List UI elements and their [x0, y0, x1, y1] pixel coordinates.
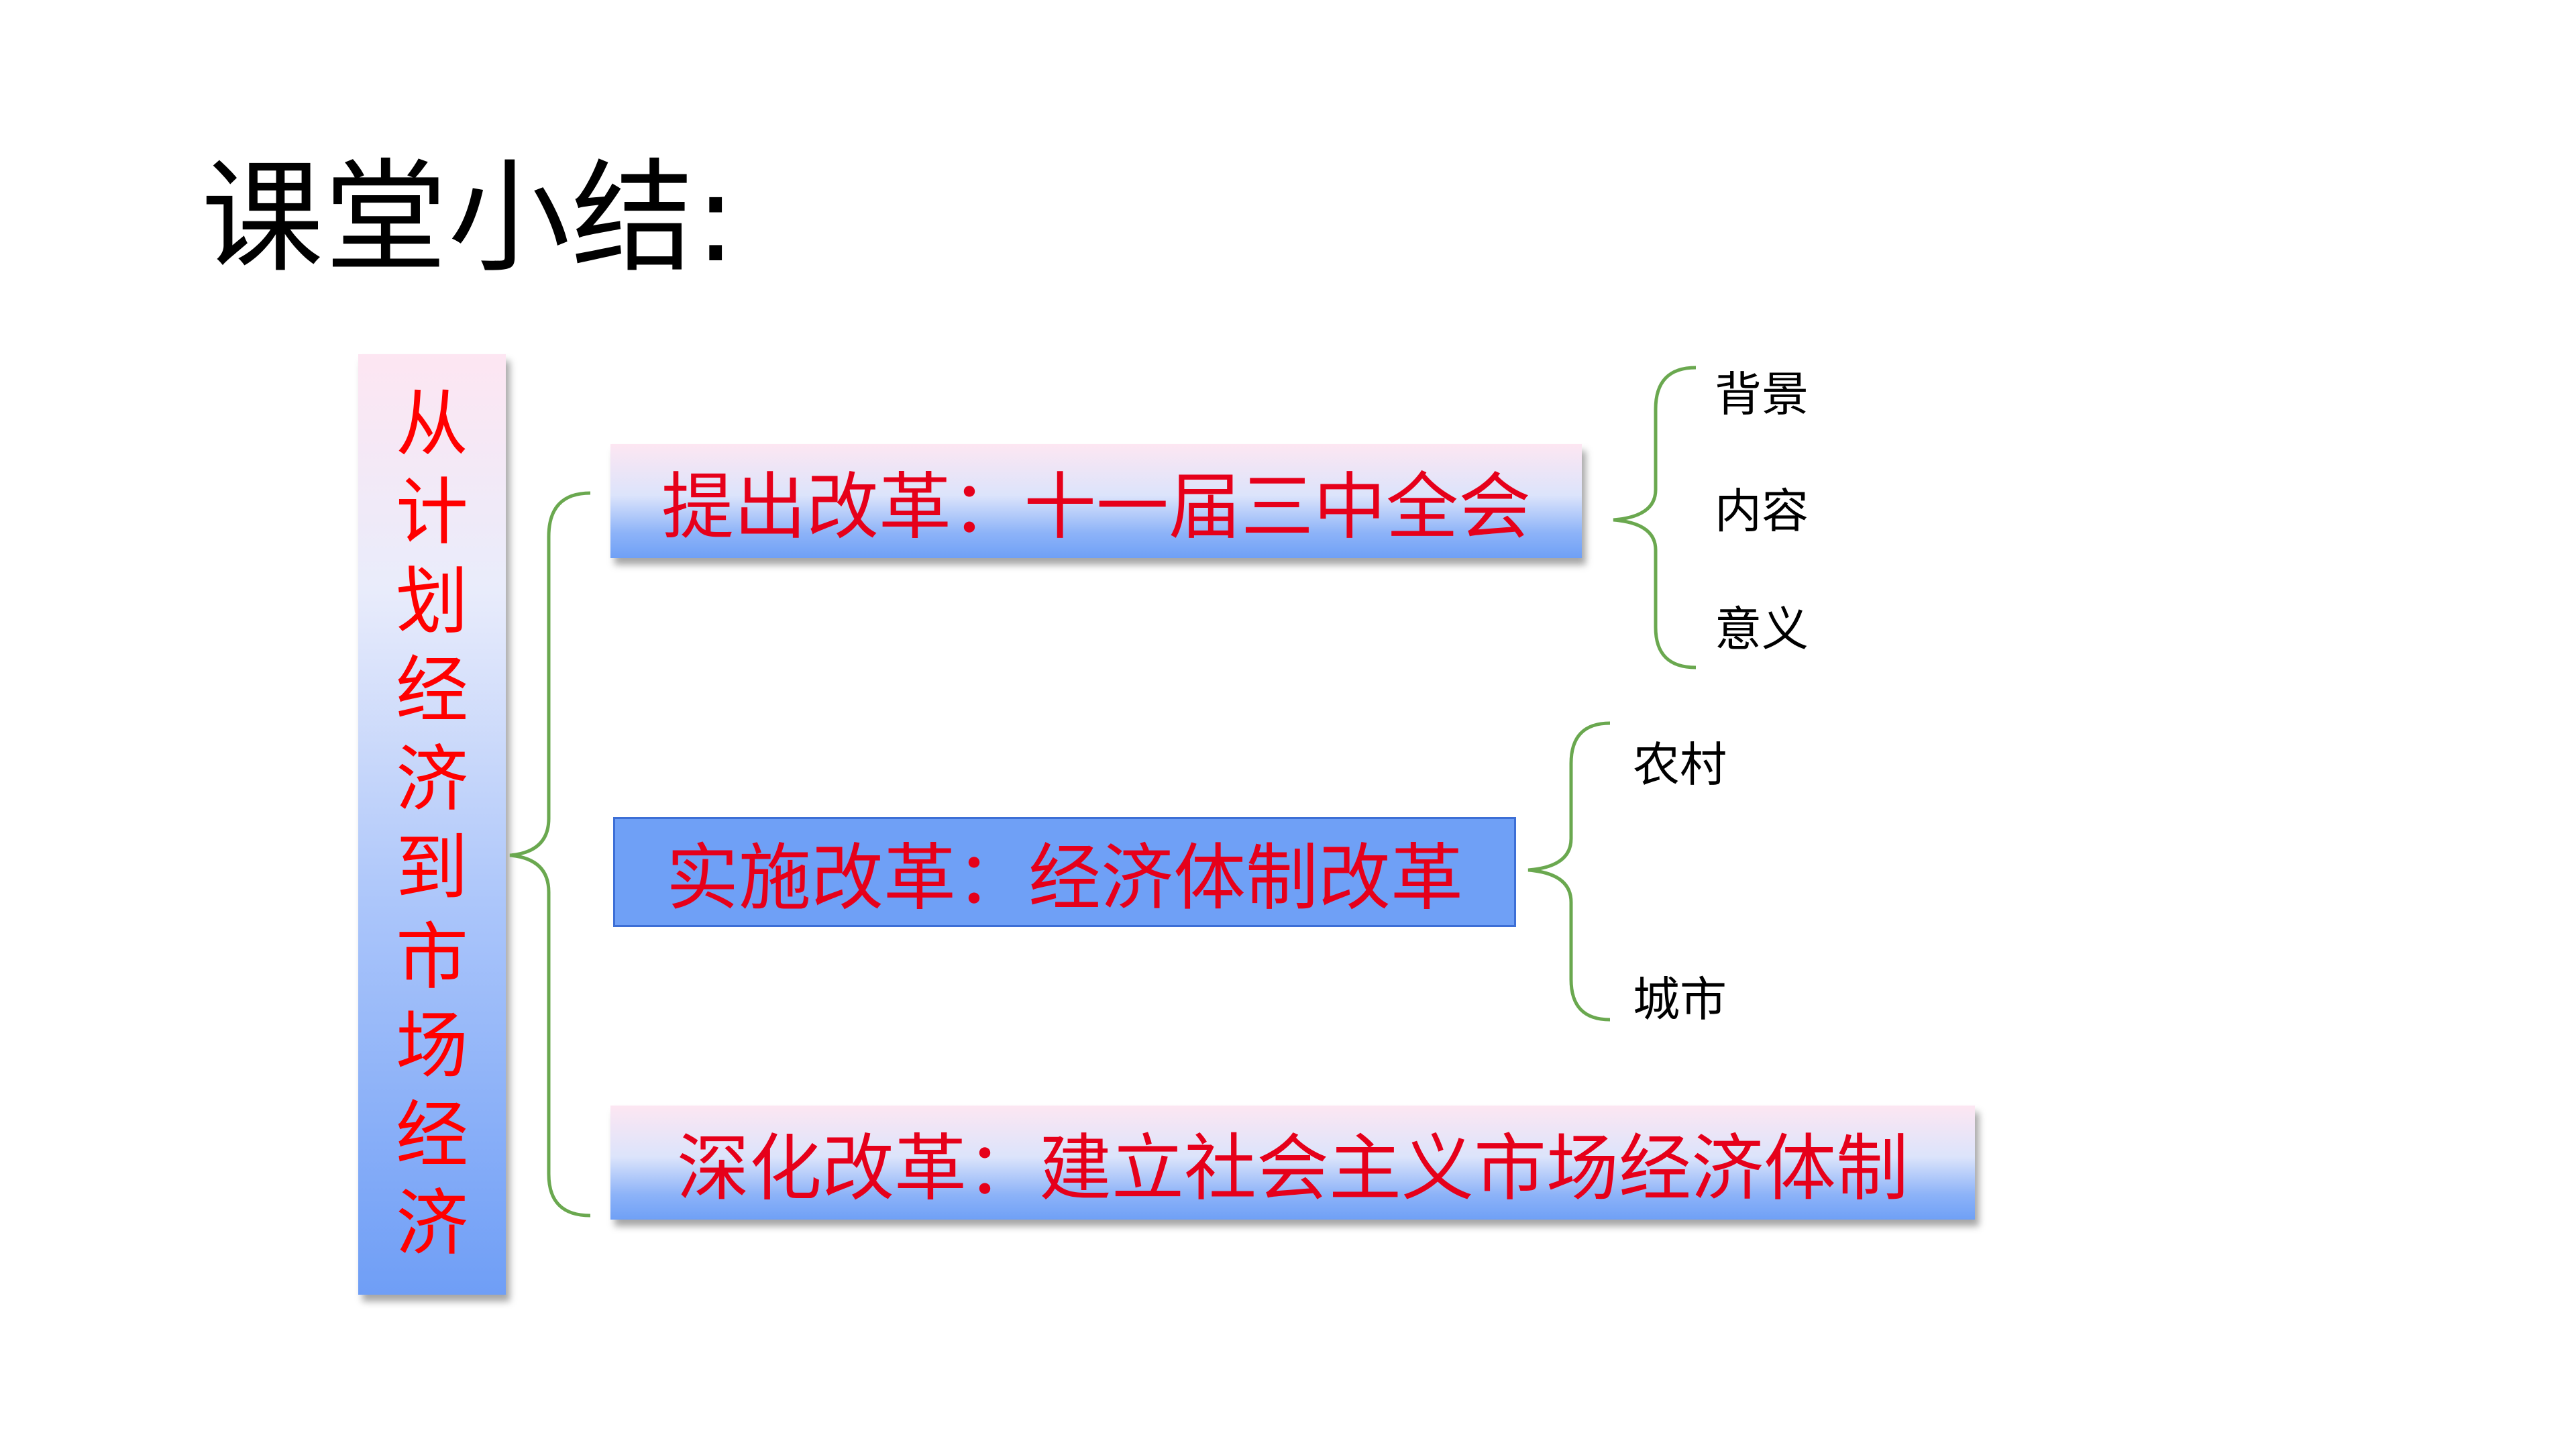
root-char: 计 [395, 471, 468, 555]
child-label-urban: 城市 [1633, 972, 1727, 1027]
branch-box-propose-reform: 提出改革：十一届三中全会 [610, 444, 1582, 558]
branch-label: 提出改革：十一届三中全会 [661, 466, 1531, 549]
root-char: 从 [395, 382, 468, 466]
root-char: 市 [395, 915, 468, 1000]
branch-box-deepen-reform: 深化改革：建立社会主义市场经济体制 [610, 1106, 1975, 1220]
root-char: 场 [395, 1004, 468, 1089]
root-concept-box: 从 计 划 经 济 到 市 场 经 济 [358, 354, 506, 1295]
main-brace [509, 491, 591, 1218]
branch-box-implement-reform: 实施改革：经济体制改革 [613, 817, 1516, 927]
root-char: 经 [395, 649, 468, 733]
child-label-content: 内容 [1715, 484, 1809, 539]
root-char: 经 [395, 1093, 468, 1177]
child-label-background: 背景 [1715, 367, 1809, 422]
branch2-brace [1527, 721, 1611, 1022]
root-char: 济 [395, 737, 468, 822]
child-label-rural: 农村 [1633, 737, 1727, 792]
slide-title: 课堂小结: [201, 147, 738, 289]
root-char: 到 [395, 826, 468, 911]
branch-label: 实施改革：经济体制改革 [665, 837, 1463, 920]
branch-label: 深化改革：建立社会主义市场经济体制 [676, 1127, 1909, 1211]
branch1-brace [1613, 366, 1697, 669]
root-char: 划 [395, 559, 468, 644]
root-char: 济 [395, 1182, 468, 1267]
child-label-significance: 意义 [1715, 602, 1809, 657]
